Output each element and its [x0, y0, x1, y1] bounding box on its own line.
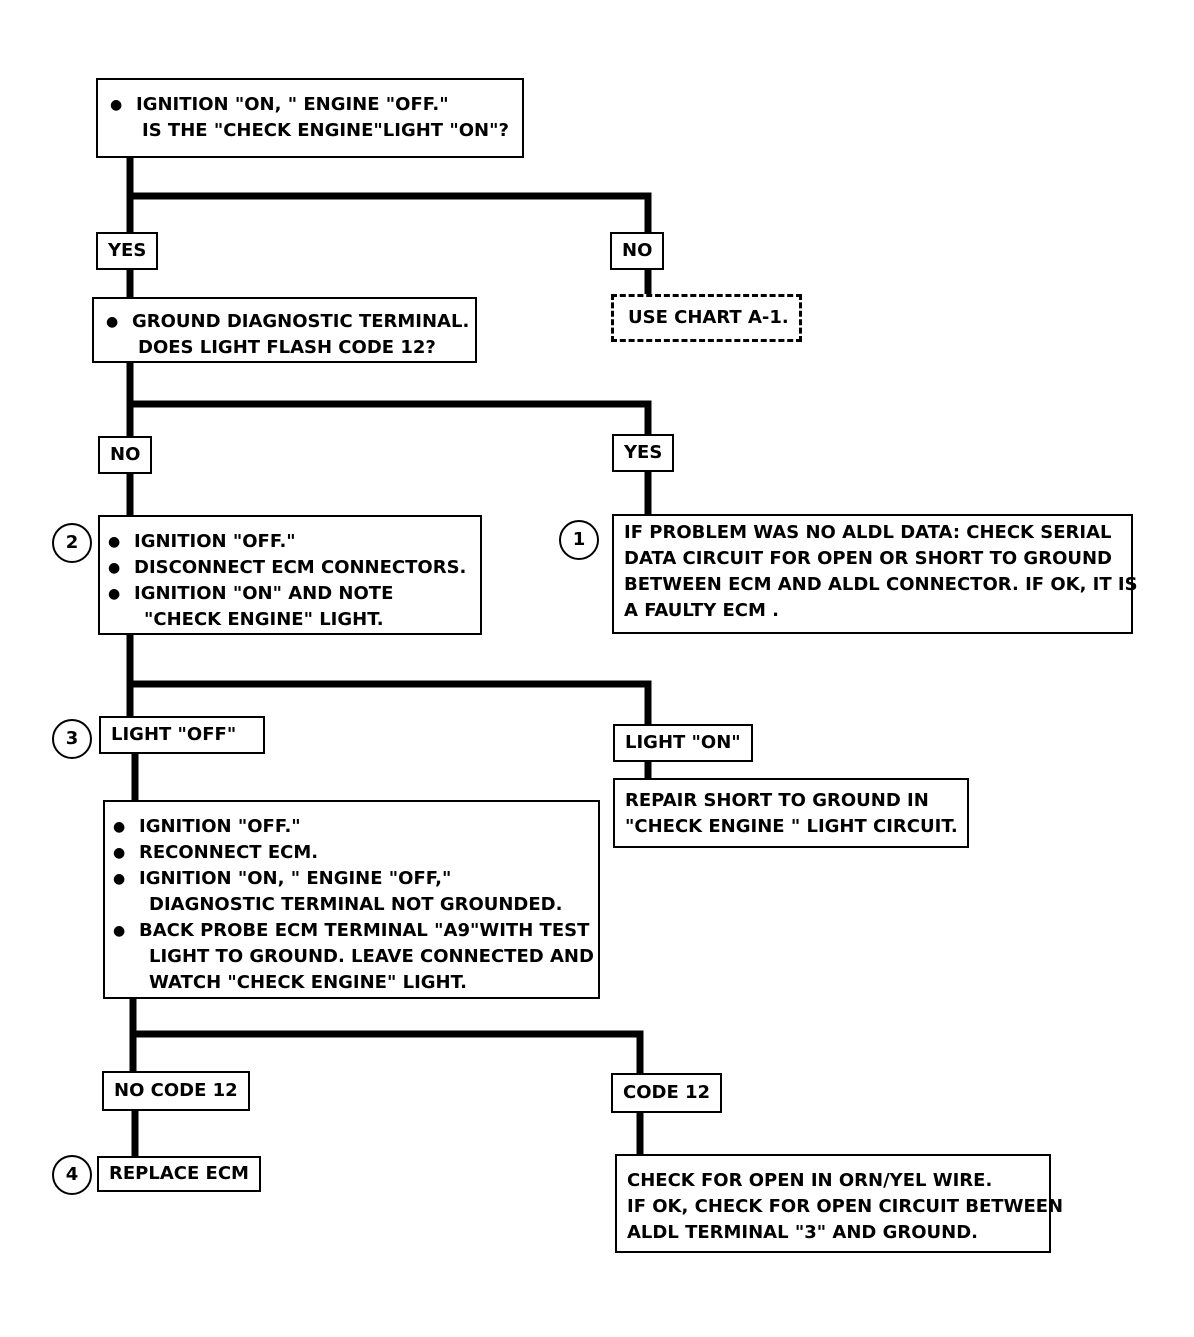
result-no-aldl-box: IF PROBLEM WAS NO ALDL DATA: CHECK SERIA…: [612, 514, 1138, 634]
result-repair-short-box: REPAIR SHORT TO GROUND IN "CHECK ENGINE …: [613, 778, 969, 848]
step-ignition-on-bullet: IGNITION "ON, " ENGINE "OFF.": [104, 92, 522, 118]
result-repair-short-line: "CHECK ENGINE " LIGHT CIRCUIT.: [625, 816, 958, 837]
step-disconnect-bullet: DISCONNECT ECM CONNECTORS.: [102, 555, 480, 581]
result-replace-ecm: REPLACE ECM: [97, 1156, 261, 1192]
step-marker-3: 3: [52, 719, 92, 759]
branch2-no-label: NO: [98, 436, 153, 474]
branch1-no-label: NO: [610, 232, 665, 270]
branch2-yes-label: YES: [612, 434, 675, 472]
step-ignition-on-question: IS THE "CHECK ENGINE"LIGHT "ON"?: [142, 120, 509, 141]
result-no-aldl-line: A FAULTY ECM .: [624, 600, 780, 621]
step-marker-1: 1: [559, 520, 599, 560]
step-reconnect-bullet: IGNITION "ON, " ENGINE "OFF,": [107, 866, 598, 892]
step-marker-2: 2: [52, 523, 92, 563]
step-ground-terminal-question: DOES LIGHT FLASH CODE 12?: [138, 337, 436, 358]
step-reconnect-continuation: DIAGNOSTIC TERMINAL NOT GROUNDED.: [149, 894, 563, 915]
step-disconnect-box: IGNITION "OFF." DISCONNECT ECM CONNECTOR…: [98, 515, 482, 635]
step-reconnect-bullet: RECONNECT ECM.: [107, 840, 598, 866]
step-disconnect-continuation: "CHECK ENGINE" LIGHT.: [144, 609, 384, 630]
branch4-code-label: CODE 12: [611, 1073, 723, 1113]
result-no-aldl-line: DATA CIRCUIT FOR OPEN OR SHORT TO GROUND: [624, 548, 1112, 569]
step-ignition-on-box: IGNITION "ON, " ENGINE "OFF." IS THE "CH…: [96, 78, 524, 158]
result-repair-short-line: REPAIR SHORT TO GROUND IN: [625, 790, 929, 811]
step-reconnect-bullet: BACK PROBE ECM TERMINAL "A9"WITH TEST: [107, 918, 598, 944]
step-marker-4: 4: [52, 1155, 92, 1195]
branch4-no-code-label: NO CODE 12: [102, 1071, 250, 1111]
step-reconnect-box: IGNITION "OFF." RECONNECT ECM. IGNITION …: [103, 800, 600, 999]
step-disconnect-bullet: IGNITION "OFF.": [102, 529, 480, 555]
step-ground-terminal-bullet: GROUND DIAGNOSTIC TERMINAL.: [100, 309, 475, 335]
step-reconnect-continuation: WATCH "CHECK ENGINE" LIGHT.: [149, 972, 467, 993]
branch3-light-off-label: LIGHT "OFF": [99, 716, 265, 754]
result-check-open-line: CHECK FOR OPEN IN ORN/YEL WIRE.: [627, 1170, 993, 1191]
result-check-open-line: ALDL TERMINAL "3" AND GROUND.: [627, 1222, 978, 1243]
result-check-open-box: CHECK FOR OPEN IN ORN/YEL WIRE. IF OK, C…: [615, 1154, 1064, 1253]
step-reconnect-continuation: LIGHT TO GROUND. LEAVE CONNECTED AND: [149, 946, 594, 967]
step-reconnect-bullet: IGNITION "OFF.": [107, 814, 598, 840]
result-no-aldl-line: BETWEEN ECM AND ALDL CONNECTOR. IF OK, I…: [624, 574, 1138, 595]
branch1-yes-label: YES: [96, 232, 159, 270]
use-chart-text: USE CHART A-1.: [628, 307, 789, 328]
step-disconnect-bullet: IGNITION "ON" AND NOTE: [102, 581, 480, 607]
result-check-open-line: IF OK, CHECK FOR OPEN CIRCUIT BETWEEN: [627, 1196, 1064, 1217]
branch3-light-on-label: LIGHT "ON": [613, 724, 753, 762]
step-ground-terminal-box: GROUND DIAGNOSTIC TERMINAL. DOES LIGHT F…: [92, 297, 477, 363]
result-no-aldl-line: IF PROBLEM WAS NO ALDL DATA: CHECK SERIA…: [624, 522, 1112, 543]
use-chart-box: USE CHART A-1.: [611, 294, 802, 342]
